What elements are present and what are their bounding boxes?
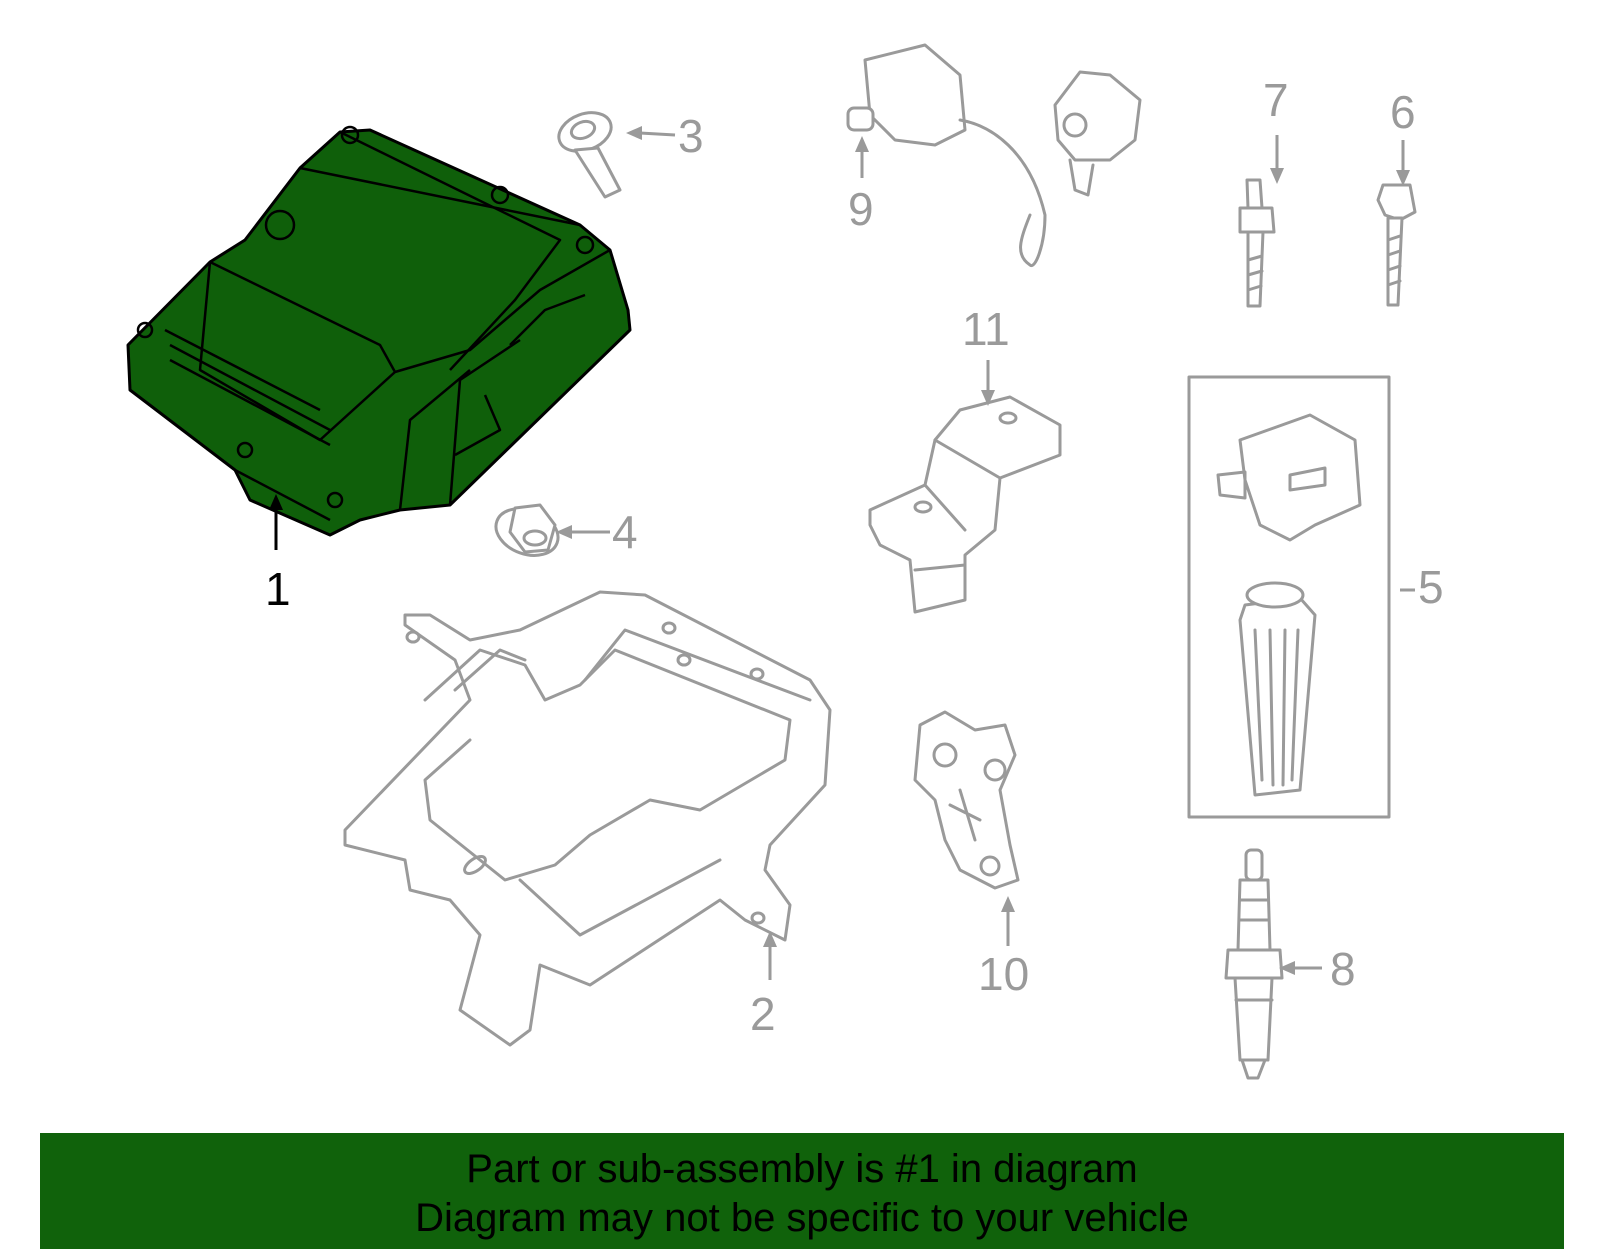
- callout-5: 5: [1418, 561, 1444, 613]
- part-1-ecu[interactable]: [126, 125, 632, 537]
- part-11-cam-sensor[interactable]: [868, 395, 1062, 614]
- callout-9: 9: [848, 183, 874, 235]
- part-7-stud[interactable]: [1238, 178, 1276, 308]
- callout-10: 10: [978, 948, 1029, 1000]
- part-3-bolt[interactable]: [553, 106, 622, 199]
- callout-1: 1: [265, 563, 291, 615]
- callout-11: 11: [962, 303, 1010, 355]
- banner-line-1: Part or sub-assembly is #1 in diagram: [466, 1147, 1138, 1191]
- banner-line-2: Diagram may not be specific to your vehi…: [415, 1196, 1189, 1240]
- part-8-spark-plug[interactable]: [1224, 848, 1284, 1080]
- part-4-nut[interactable]: [489, 500, 564, 563]
- part-10-sensor[interactable]: [913, 710, 1020, 890]
- callout-6: 6: [1390, 86, 1416, 138]
- part-9-knock-sensor[interactable]: [846, 43, 1142, 268]
- part-5-ignition-coil[interactable]: [1187, 375, 1391, 819]
- part-6-bolt[interactable]: [1376, 183, 1417, 307]
- part-2-bracket[interactable]: [343, 590, 832, 1047]
- callout-arrows: [269, 126, 1415, 980]
- callout-labels: 1 2 3 4 5 6 7 8 9 10 11: [265, 74, 1444, 1040]
- callout-3: 3: [678, 110, 704, 162]
- callout-7: 7: [1263, 74, 1289, 126]
- info-banner: Part or sub-assembly is #1 in diagram Di…: [40, 1133, 1564, 1249]
- callout-8: 8: [1330, 943, 1356, 995]
- callout-4: 4: [612, 506, 638, 558]
- callout-2: 2: [750, 988, 776, 1040]
